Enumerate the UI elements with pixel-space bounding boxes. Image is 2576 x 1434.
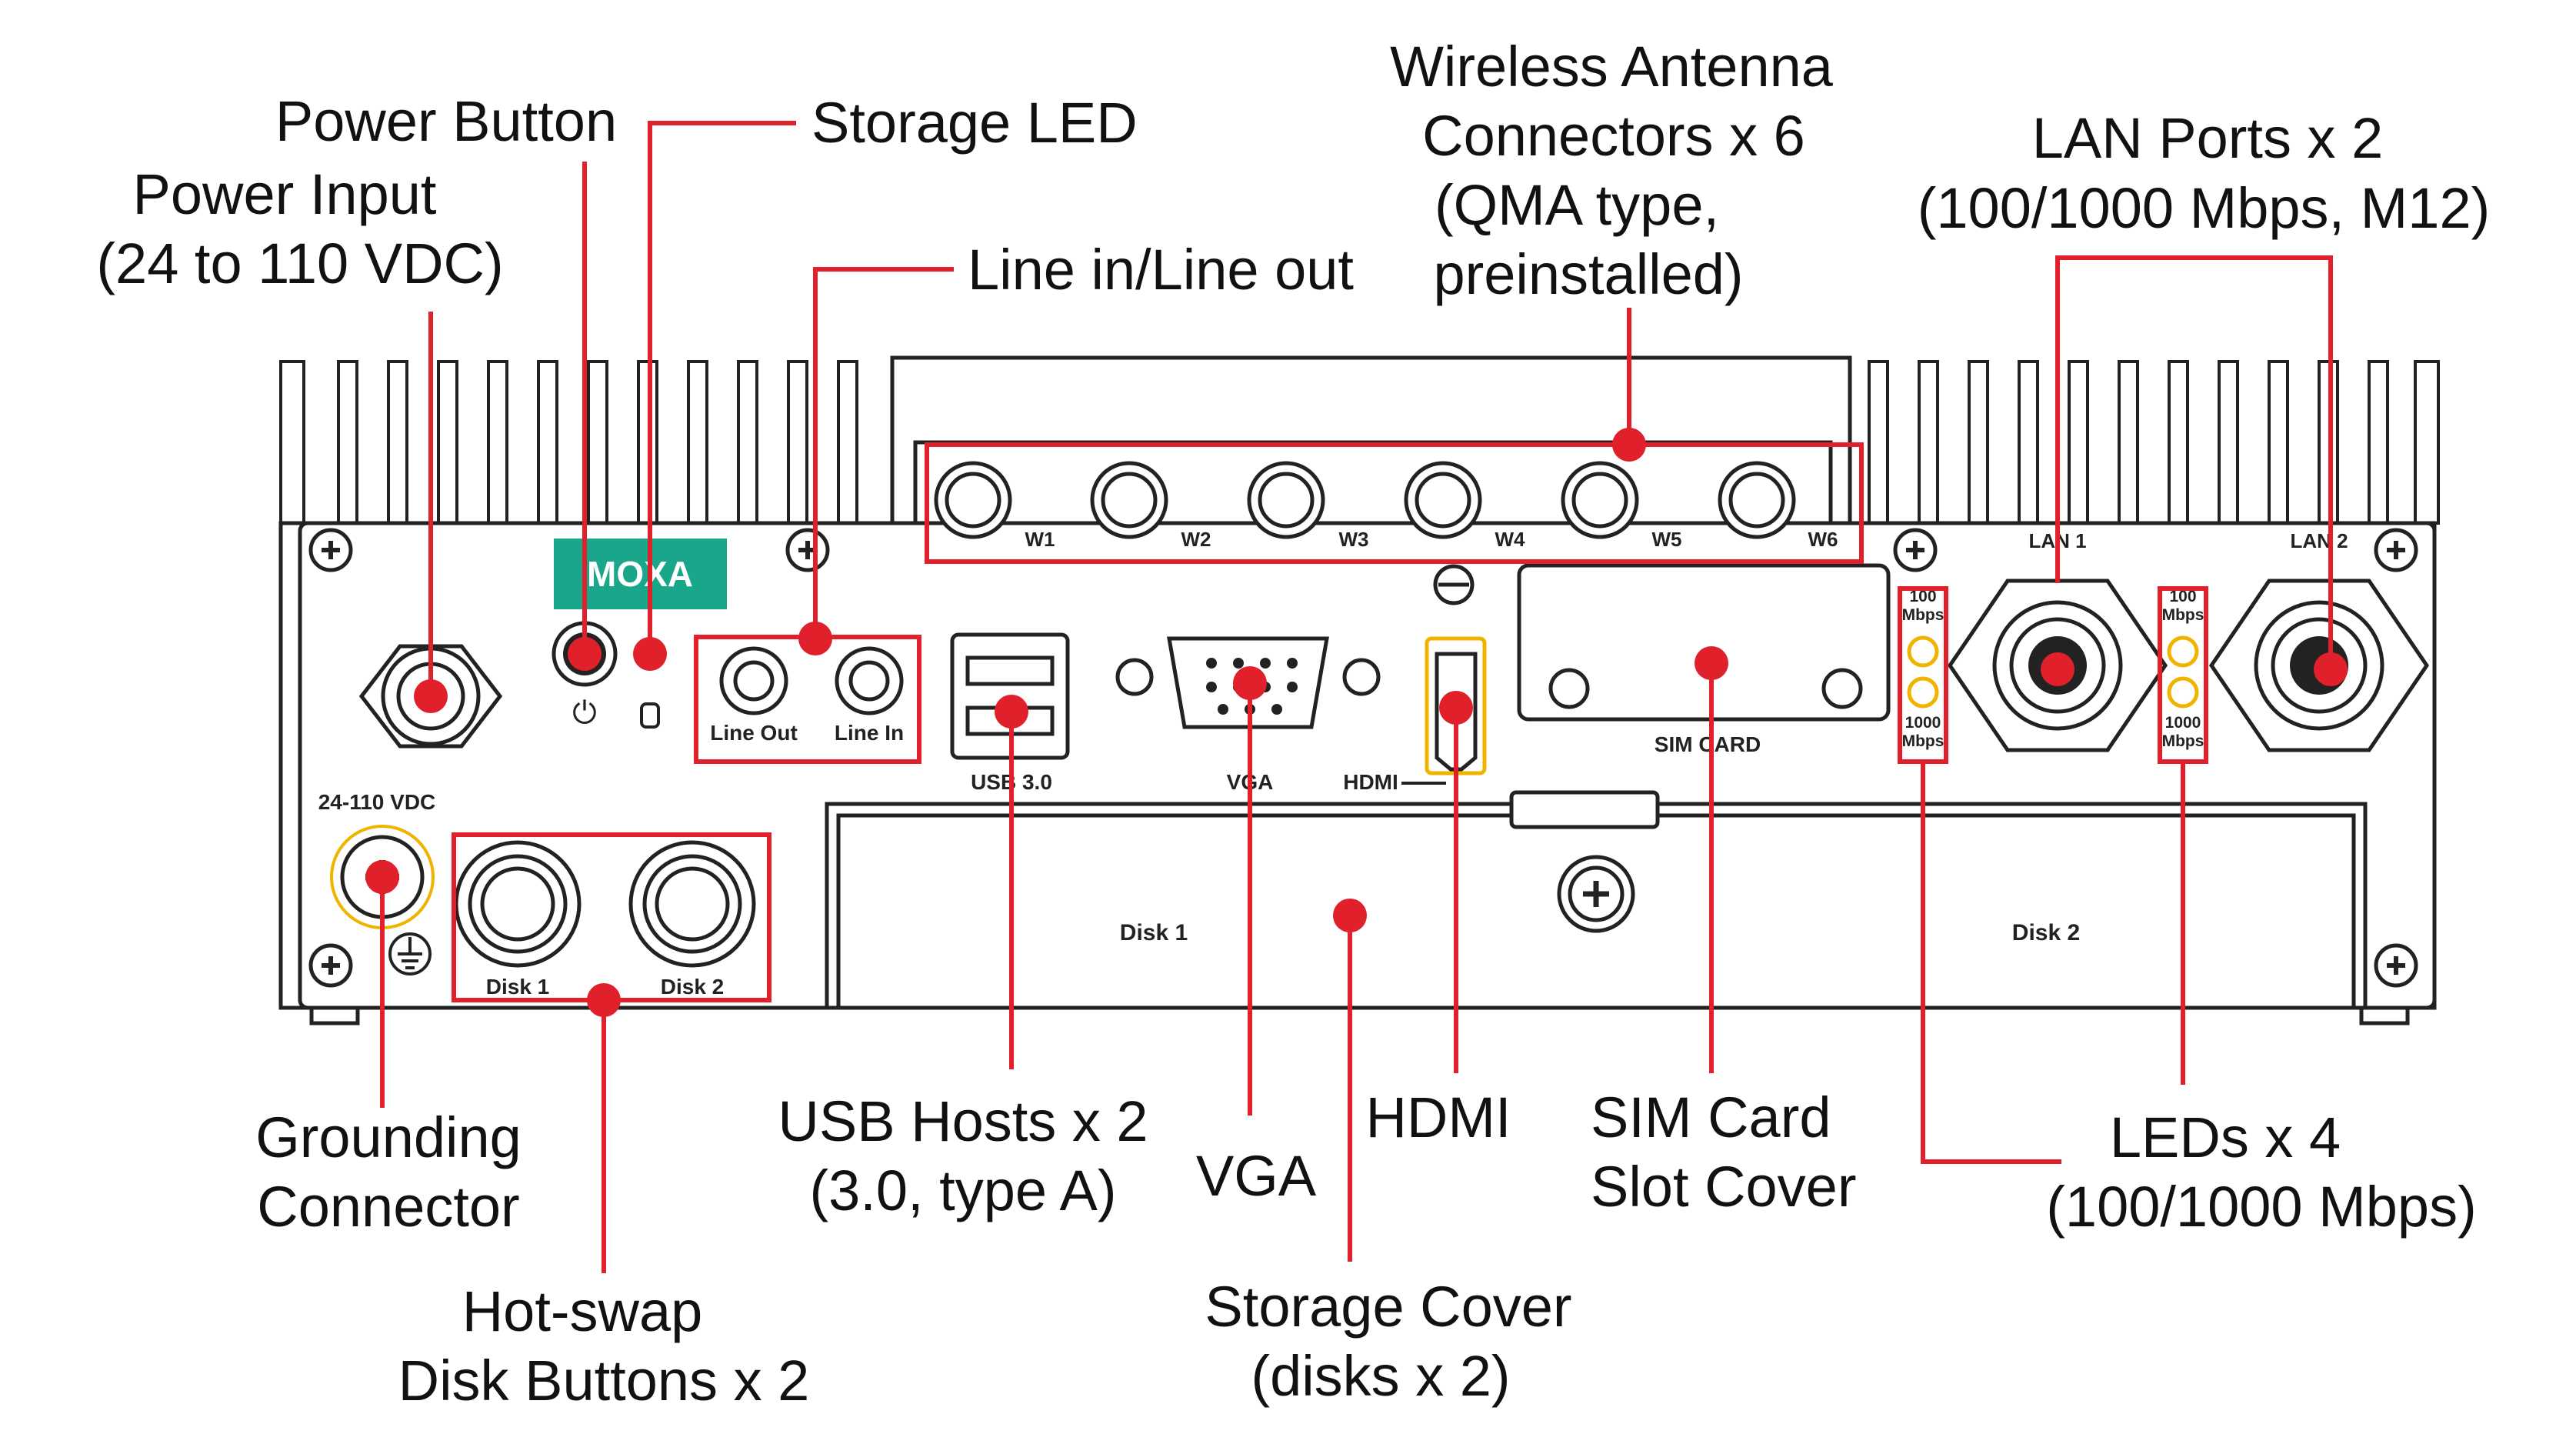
line-in-jack <box>835 646 904 715</box>
moxa-logo-text: MOXA <box>587 554 693 594</box>
callout-lan-ports-2: (100/1000 Mbps, M12) <box>1918 176 2491 240</box>
antenna-connector <box>1090 461 1168 539</box>
disk1-hotswap-button[interactable] <box>454 840 582 968</box>
callout-sim-2: Slot Cover <box>1591 1155 1856 1219</box>
callout-sim-1: SIM Card <box>1591 1086 1831 1149</box>
power-symbol-icon: ⏻ <box>572 695 597 731</box>
hdmi-panel-label: HDMI <box>1343 770 1398 794</box>
led-label-1000: 1000 <box>1905 714 1941 732</box>
callout-hdmi: HDMI <box>1365 1086 1511 1149</box>
callout-leds-1: LEDs x 4 <box>2110 1106 2341 1169</box>
panel-screw-icon <box>785 528 830 572</box>
storage-cover <box>825 790 2368 1010</box>
antenna-connector <box>934 461 1012 539</box>
antenna-label-w1: W1 <box>1025 528 1055 551</box>
antenna-connectors: W1 W2 W3 W4 W5 W6 <box>934 461 1838 551</box>
callout-wireless-2: Connectors x 6 <box>1422 104 1805 168</box>
lan2-panel-label: LAN 2 <box>2290 529 2348 552</box>
led-label-100: 100 <box>2169 588 2196 605</box>
disk2-hotswap-button[interactable] <box>628 840 756 968</box>
panel-screw-icon <box>308 943 353 988</box>
antenna-connector <box>1561 461 1639 539</box>
panel-screw-icon <box>308 528 353 572</box>
disk1-bay-label: Disk 1 <box>1120 920 1188 945</box>
disk2-bay-label: Disk 2 <box>2012 920 2080 945</box>
disk1-button-label: Disk 1 <box>486 975 550 999</box>
line-out-label: Line Out <box>710 721 798 745</box>
led-label-mbps: Mbps <box>1902 732 1944 750</box>
moxa-logo: MOXA <box>554 539 727 609</box>
antenna-connector <box>1718 461 1796 539</box>
chassis-foot-left <box>309 1005 360 1025</box>
led-label-mbps: Mbps <box>1902 606 1944 624</box>
callout-usb-1: USB Hosts x 2 <box>778 1089 1148 1153</box>
callout-usb-2: (3.0, type A) <box>810 1159 1117 1222</box>
callout-storage-led: Storage LED <box>811 91 1138 155</box>
lan1-leds: 100 Mbps 1000 Mbps <box>1902 588 1944 750</box>
panel-screw-icon <box>2374 528 2418 572</box>
panel-screw-icon <box>2374 943 2418 988</box>
led-label-mbps: Mbps <box>2162 606 2204 624</box>
antenna-connector <box>1247 461 1325 539</box>
callout-dots <box>365 428 2348 1017</box>
callout-storage-cover-1: Storage Cover <box>1205 1275 1571 1339</box>
led-label-100: 100 <box>1909 588 1936 605</box>
line-out-jack <box>719 646 788 715</box>
line-in-label: Line In <box>835 721 904 745</box>
callout-lan-ports-1: LAN Ports x 2 <box>2032 106 2384 170</box>
callout-wireless-3: (QMA type, <box>1435 173 1719 237</box>
callout-hotswap-2: Disk Buttons x 2 <box>398 1349 810 1412</box>
callout-line-in-out: Line in/Line out <box>968 238 1354 302</box>
callout-power-input-2: (24 to 110 VDC) <box>96 232 503 295</box>
ground-screw-icon <box>1433 564 1475 605</box>
vdc-panel-label: 24-110 VDC <box>318 790 436 814</box>
lan2-leds: 100 Mbps 1000 Mbps <box>2162 588 2204 750</box>
callout-wireless-4: preinstalled) <box>1433 242 1743 306</box>
highlight-antennas <box>925 442 1864 564</box>
antenna-label-w2: W2 <box>1181 528 1211 551</box>
callout-grounding-1: Grounding <box>255 1106 522 1169</box>
sim-card-panel-label: SIM CARD <box>1655 732 1761 756</box>
led-label-mbps: Mbps <box>2162 732 2204 750</box>
callout-power-button: Power Button <box>275 89 617 153</box>
antenna-connector <box>1404 461 1482 539</box>
antenna-label-w6: W6 <box>1808 528 1838 551</box>
callout-leds-2: (100/1000 Mbps) <box>2046 1175 2476 1239</box>
disk2-button-label: Disk 2 <box>661 975 725 999</box>
leader-lines <box>380 121 2333 1273</box>
antenna-label-w5: W5 <box>1652 528 1682 551</box>
callout-power-input-1: Power Input <box>133 162 437 226</box>
callout-hotswap-1: Hot-swap <box>462 1279 703 1343</box>
sim-card-cover <box>1517 563 1891 722</box>
antenna-label-w3: W3 <box>1339 528 1369 551</box>
chassis-foot-right <box>2359 1005 2410 1025</box>
callout-wireless-1: Wireless Antenna <box>1390 35 1834 98</box>
callout-storage-cover-2: (disks x 2) <box>1251 1344 1510 1408</box>
led-label-1000: 1000 <box>2165 714 2201 732</box>
callout-vga: VGA <box>1196 1144 1317 1208</box>
antenna-label-w4: W4 <box>1495 528 1526 551</box>
callout-grounding-2: Connector <box>257 1175 519 1239</box>
ground-symbol-icon <box>388 932 432 975</box>
panel-screw-icon <box>1893 528 1938 572</box>
storage-symbol-icon <box>640 702 660 729</box>
